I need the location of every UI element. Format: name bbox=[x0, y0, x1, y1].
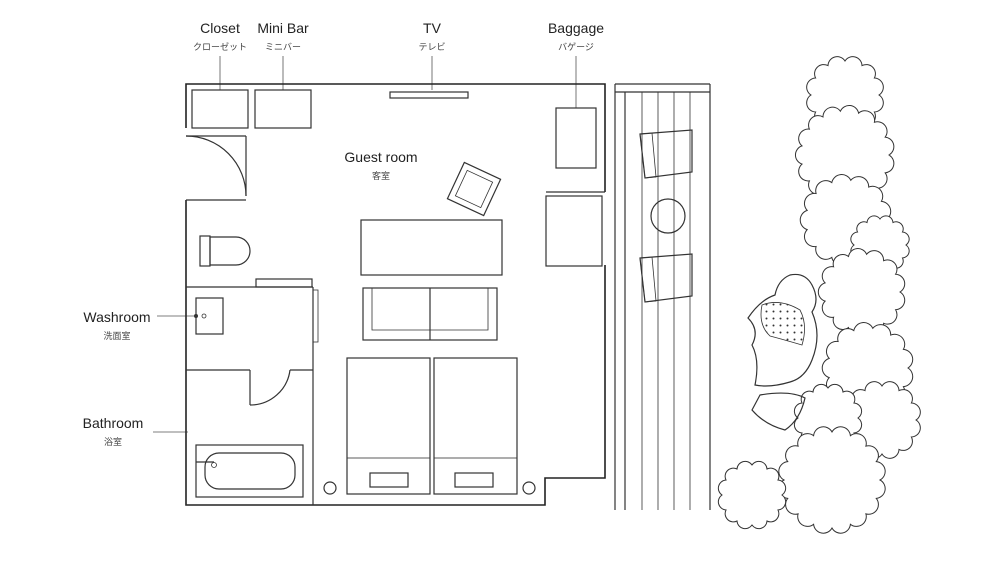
balcony-chair-bottom bbox=[639, 253, 693, 303]
guestroom-label: Guest room 客室 bbox=[344, 149, 417, 182]
minibar-label: Mini Bar ミニバー bbox=[257, 20, 309, 90]
garden-lounger bbox=[747, 273, 818, 387]
svg-text:Guest room: Guest room bbox=[344, 149, 417, 165]
bathroom-label: Bathroom 浴室 bbox=[83, 415, 188, 448]
washroom-sink bbox=[194, 297, 224, 335]
balcony-table bbox=[650, 198, 686, 234]
garden-stone bbox=[751, 392, 806, 431]
toilet bbox=[199, 235, 251, 267]
svg-text:クローゼット: クローゼット bbox=[193, 41, 247, 53]
closet-label: Closet クローゼット bbox=[193, 20, 247, 90]
sofa bbox=[362, 287, 498, 341]
tv bbox=[389, 91, 469, 99]
bedside-lamp-left bbox=[323, 481, 337, 495]
shrub bbox=[717, 460, 787, 530]
svg-text:テレビ: テレビ bbox=[418, 42, 445, 53]
svg-text:Mini Bar: Mini Bar bbox=[257, 20, 309, 36]
entry-door[interactable] bbox=[185, 135, 247, 197]
svg-text:TV: TV bbox=[423, 20, 442, 36]
desk-chair bbox=[446, 161, 502, 217]
garden-trees bbox=[717, 56, 921, 534]
washroom-label: Washroom 洗面室 bbox=[83, 309, 196, 342]
bed-left bbox=[346, 357, 431, 495]
bathtub bbox=[195, 444, 304, 498]
svg-text:Baggage: Baggage bbox=[548, 20, 604, 36]
room-walls bbox=[185, 83, 606, 506]
minibar-cabinet bbox=[254, 89, 312, 129]
svg-text:洗面室: 洗面室 bbox=[103, 330, 130, 342]
desk bbox=[360, 219, 503, 276]
svg-text:バゲージ: バゲージ bbox=[558, 41, 594, 53]
svg-text:浴室: 浴室 bbox=[104, 436, 122, 448]
window-recess bbox=[545, 195, 603, 267]
balcony-chair-top bbox=[639, 129, 693, 179]
tv-label: TV テレビ bbox=[418, 20, 446, 90]
baggage-label: Baggage バゲージ bbox=[548, 20, 604, 108]
bathroom-block bbox=[185, 218, 319, 505]
closet-cabinet bbox=[191, 89, 249, 129]
svg-text:Bathroom: Bathroom bbox=[83, 415, 144, 431]
bed-right bbox=[433, 357, 518, 495]
svg-text:Closet: Closet bbox=[200, 20, 240, 36]
svg-text:Washroom: Washroom bbox=[83, 309, 150, 325]
balcony-deck bbox=[614, 83, 711, 510]
svg-text:ミニバー: ミニバー bbox=[265, 42, 301, 53]
shrub bbox=[778, 426, 886, 534]
bedside-lamp-right bbox=[522, 481, 536, 495]
baggage-rack bbox=[555, 107, 597, 169]
svg-text:客室: 客室 bbox=[372, 170, 390, 182]
washroom-door[interactable] bbox=[249, 369, 291, 406]
